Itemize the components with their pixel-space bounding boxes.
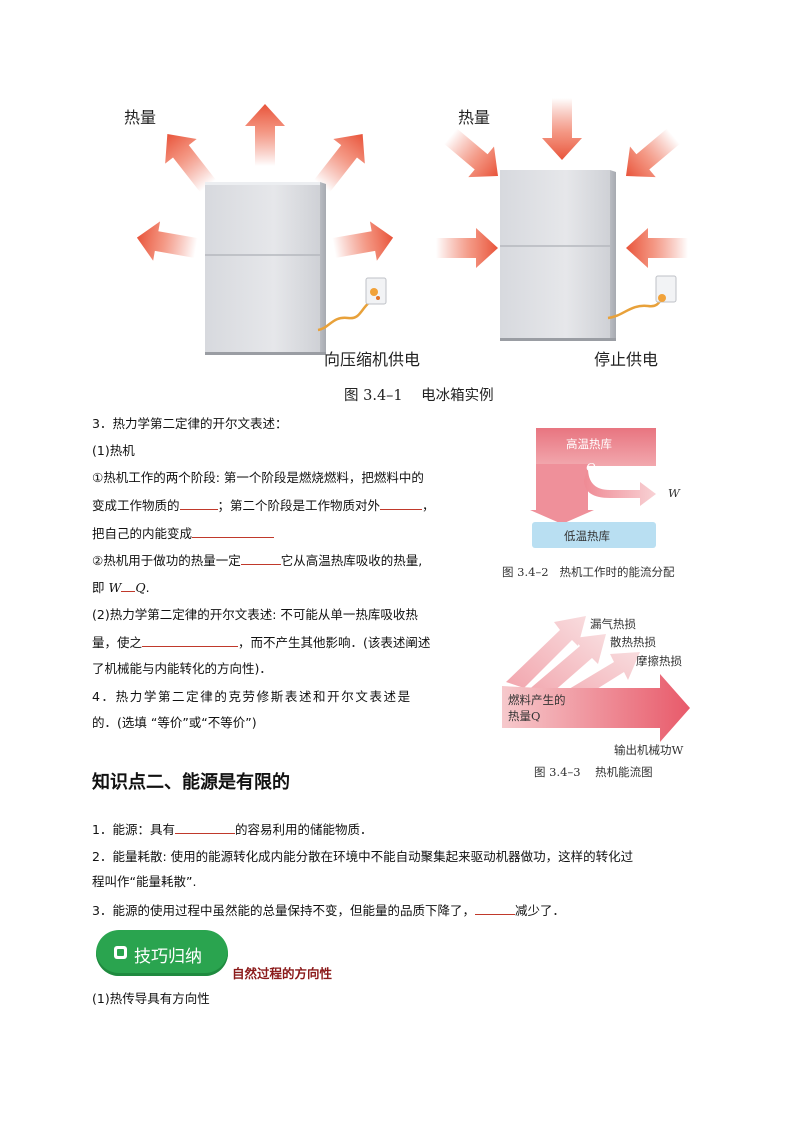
mechanical-work-output-label: 输出机械功W (614, 743, 684, 757)
fuel-heat-label-2: 热量Q (508, 709, 541, 723)
heat-engine-diagram (530, 428, 656, 548)
section3-line2: 变成工作物质的 ；第二个阶段是工作物质对外 ， (92, 496, 435, 515)
figure1-caption: 图 3.4–1 电冰箱实例 (344, 388, 494, 404)
answer-blank[interactable] (121, 578, 136, 592)
right-power-label: 停止供电 (594, 350, 659, 369)
answer-blank[interactable] (179, 496, 218, 510)
leak-loss-label: 漏气热损 (590, 617, 636, 631)
answer-blank[interactable] (240, 551, 281, 565)
tips-subtitle: 自然过程的方向性 (232, 966, 333, 981)
energy-dissipation-line1: 2．能量耗散: 使用的能源转化成内能分散在环境中不能自动聚集起来驱动机器做功，这… (92, 849, 634, 864)
friction-loss-label: 摩擦热损 (636, 654, 682, 668)
text: ，而不产生其他影响．(该表述阐述 (238, 635, 431, 650)
figure2-caption: 图 3.4–2 热机工作时的能流分配 (502, 565, 675, 579)
section3-line4: ②热机用于做功的热量一定 它从高温热库吸收的热量, (92, 551, 422, 570)
energy-flow-diagram (502, 616, 690, 742)
section3-line10: 的．(选填 “等价”或“不等价”) (92, 715, 257, 730)
badge-icon (114, 946, 127, 959)
section3-line6: (2)热力学第二定律的开尔文表述: 不可能从单一热库吸收热 (92, 607, 418, 622)
answer-blank[interactable] (192, 524, 275, 538)
text: . (145, 580, 150, 595)
text: 4．热力学第二定律的克劳修斯表述和开尔文表述是 (92, 689, 412, 704)
energy-dissipation-line2: 程叫作“能量耗散”. (92, 874, 197, 889)
text: ；第二个阶段是工作物质对外 (217, 498, 381, 513)
heat-in-arrows (436, 98, 688, 268)
fuel-heat-label: 燃料产生的 (508, 693, 566, 707)
high-temp-reservoir-label: 高温热库 (566, 437, 612, 451)
text: 1．能源：具有 (92, 822, 175, 837)
q-symbol: Q (135, 580, 146, 595)
fridge-figure (136, 98, 688, 355)
answer-blank[interactable] (142, 633, 239, 647)
fridge-left (205, 182, 387, 355)
text: 减少了． (514, 903, 565, 918)
q-label: Q (586, 460, 596, 474)
figure3-caption: 图 3.4–3 热机能流图 (534, 765, 653, 779)
answer-blank[interactable] (380, 496, 423, 510)
fridge-right (500, 170, 677, 341)
text: 把自己的内能变成 (92, 526, 193, 541)
section3-line8: 了机械能与内能转化的方向性)． (92, 661, 272, 676)
text: 即 (92, 580, 109, 595)
w-symbol: W (108, 580, 122, 595)
section3-line3: 把自己的内能变成 (92, 524, 275, 543)
tips-badge-label: 技巧归纳 (134, 947, 202, 967)
text: 它从高温热库吸收的热量, (280, 553, 423, 568)
text: ， (422, 498, 435, 513)
text: 变成工作物质的 (92, 498, 180, 513)
energy-quality-line: 3．能源的使用过程中虽然能的总量保持不变，但能量的品质下降了， 减少了． (92, 901, 565, 920)
text: 3．能源的使用过程中虽然能的总量保持不变，但能量的品质下降了， (92, 903, 475, 918)
heat-out-arrows (136, 104, 394, 261)
tips-badge: 技巧归纳 (96, 930, 228, 976)
energy-def-line: 1．能源：具有 的容易利用的储能物质． (92, 820, 372, 839)
section3-title: 3．热力学第二定律的开尔文表述： (92, 416, 288, 431)
text: 量，使之 (92, 635, 143, 650)
tips-item1: (1)热传导具有方向性 (92, 991, 210, 1006)
left-heat-label: 热量 (124, 108, 157, 127)
w-label: W (668, 486, 680, 500)
text: 的容易利用的储能物质． (234, 822, 373, 837)
answer-blank[interactable] (174, 820, 235, 834)
section3-line7: 量，使之 ，而不产生其他影响．(该表述阐述 (92, 633, 430, 652)
left-power-label: 向压缩机供电 (324, 350, 421, 369)
right-heat-label: 热量 (458, 108, 491, 127)
answer-blank[interactable] (474, 901, 515, 915)
low-temp-reservoir-label: 低温热库 (564, 529, 610, 543)
section3-line9: 4．热力学第二定律的克劳修斯表述和开尔文表述是 (92, 687, 412, 706)
heat-dissipation-loss-label: 散热热损 (610, 635, 656, 649)
section3-line1: ①热机工作的两个阶段: 第一个阶段是燃烧燃料，把燃料中的 (92, 470, 424, 485)
section-two-heading: 知识点二、能源是有限的 (92, 772, 290, 793)
text: ②热机用于做功的热量一定 (92, 553, 241, 568)
section3-item1-title: (1)热机 (92, 443, 135, 458)
